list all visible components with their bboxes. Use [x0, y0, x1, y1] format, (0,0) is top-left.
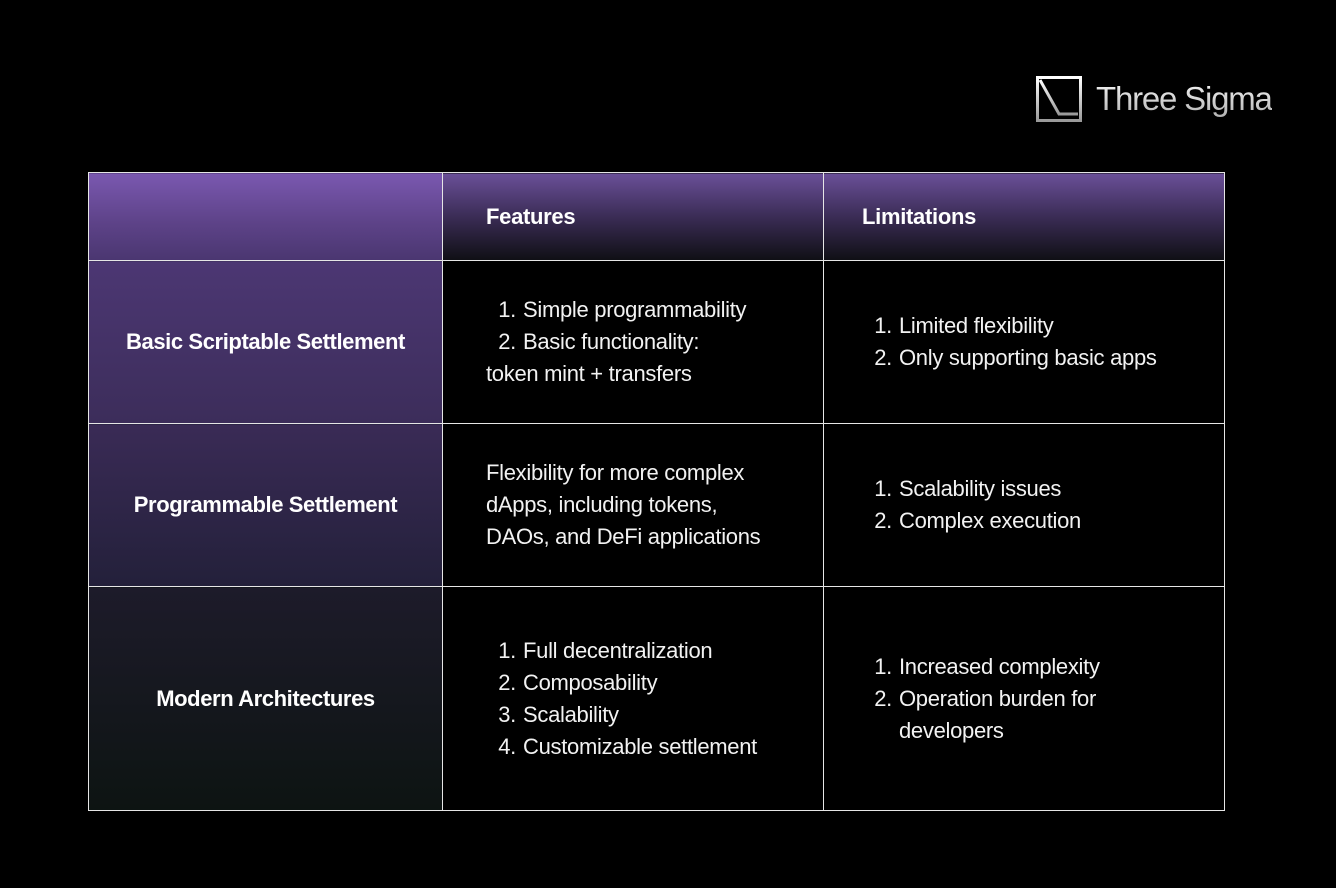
- table-row: Programmable Settlement Flexibility for …: [88, 423, 1225, 587]
- corner-cell: [88, 172, 443, 261]
- features-text: Flexibility for more complex dApps, incl…: [486, 460, 761, 549]
- list-item: 1.Increased complexity: [874, 653, 1100, 679]
- features-header: Features: [442, 172, 824, 261]
- limitations-list: 1.Increased complexity 2.Operation burde…: [869, 651, 1204, 747]
- table-row: Basic Scriptable Settlement 1.Simple pro…: [88, 260, 1225, 424]
- limitations-cell: 1.Increased complexity 2.Operation burde…: [823, 586, 1225, 811]
- features-continuation: token mint + transfers: [486, 361, 692, 386]
- features-list: 1.Full decentralization 2.Composability …: [486, 635, 803, 763]
- list-item: 2.Basic functionality:: [498, 329, 700, 354]
- limitations-list: 1.Limited flexibility 2.Only supporting …: [869, 310, 1204, 374]
- row-label: Programmable Settlement: [88, 423, 443, 587]
- limitations-list: 1.Scalability issues 2.Complex execution: [869, 473, 1204, 537]
- limitations-cell: 1.Scalability issues 2.Complex execution: [823, 423, 1225, 587]
- row-label: Basic Scriptable Settlement: [88, 260, 443, 424]
- comparison-table: Features Limitations Basic Scriptable Se…: [88, 172, 1225, 811]
- row-label: Modern Architectures: [88, 586, 443, 811]
- limitations-cell: 1.Limited flexibility 2.Only supporting …: [823, 260, 1225, 424]
- limitations-header: Limitations: [823, 172, 1225, 261]
- list-item: 1.Limited flexibility: [874, 313, 1054, 338]
- brand-name: Three Sigma: [1096, 76, 1273, 122]
- header-row: Features Limitations: [88, 172, 1225, 261]
- list-item: 2.Only supporting basic apps: [874, 345, 1157, 370]
- list-item: 3.Scalability: [498, 701, 619, 727]
- features-cell: 1.Full decentralization 2.Composability …: [442, 586, 824, 811]
- three-sigma-logo: Three Sigma: [1036, 76, 1273, 122]
- list-item: 1.Scalability issues: [874, 476, 1062, 501]
- list-item: 4.Customizable settlement: [498, 733, 757, 759]
- list-item: 1.Simple programmability: [498, 297, 747, 322]
- list-item: 1.Full decentralization: [498, 637, 713, 663]
- three-sigma-logo-mark-icon: [1036, 76, 1082, 122]
- features-cell: Flexibility for more complex dApps, incl…: [442, 423, 824, 587]
- features-list: 1.Simple programmability 2.Basic functio…: [486, 294, 803, 358]
- features-cell: 1.Simple programmability 2.Basic functio…: [442, 260, 824, 424]
- table-row: Modern Architectures 1.Full decentraliza…: [88, 586, 1225, 811]
- list-item: 2.Composability: [498, 669, 658, 695]
- list-item: 2.Complex execution: [874, 508, 1081, 533]
